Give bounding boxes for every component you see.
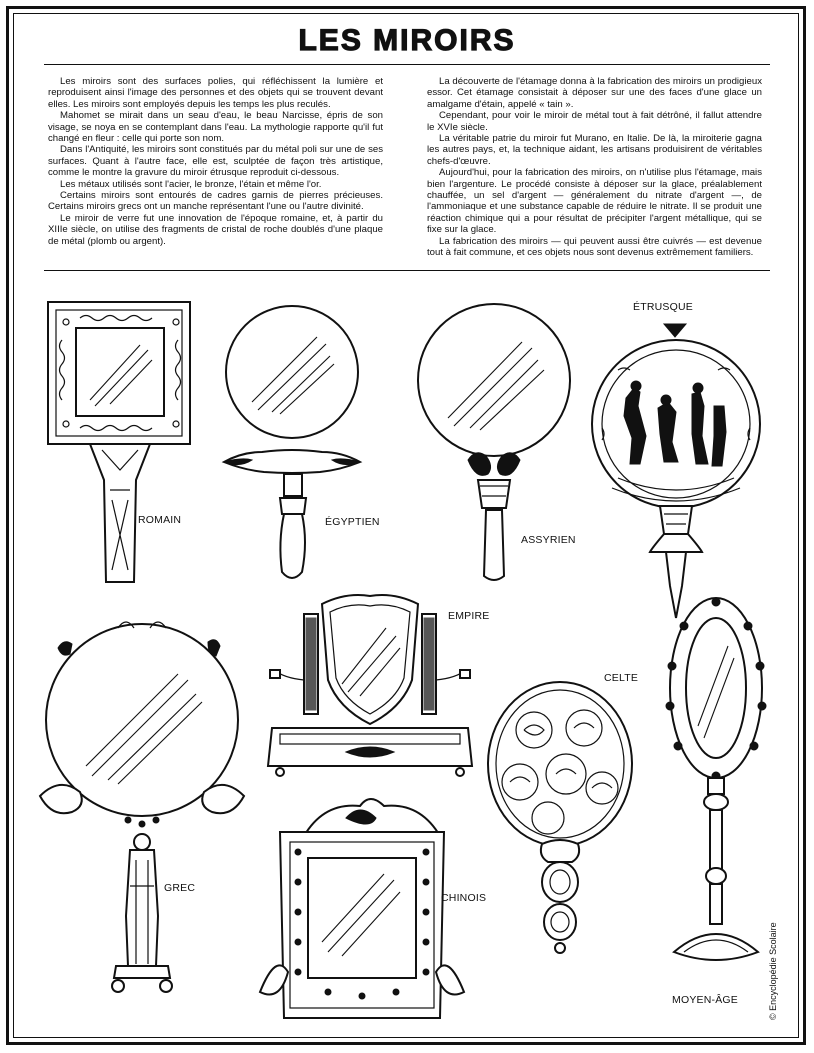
label-moyen-age: MOYEN-ÂGE	[672, 994, 738, 1006]
greek-mirror-illustration	[38, 621, 246, 993]
label-assyrien: ASSYRIEN	[521, 534, 576, 546]
left-text-column: Les miroirs sont des surfaces polies, qu…	[48, 76, 383, 247]
page-title: LES MIROIRS	[298, 23, 516, 57]
label-chinois: CHINOIS	[441, 892, 487, 904]
label-grec: GREC	[164, 882, 196, 894]
paragraph: La fabrication des miroirs — qui peuvent…	[427, 235, 762, 259]
empire-mirror-illustration	[266, 594, 474, 777]
label-egyptien: ÉGYPTIEN	[325, 516, 380, 528]
paragraph: Le miroir de verre fut une innovation de…	[48, 212, 383, 247]
label-celte: CELTE	[604, 672, 639, 684]
paragraph: Les métaux utilisés sont l'acier, le bro…	[60, 178, 322, 190]
etruscan-mirror-illustration	[591, 339, 761, 619]
paragraph: La découverte de l'étamage donna à la fa…	[427, 76, 762, 110]
paragraph: Aujourd'hui, pour la fabrication des mir…	[427, 167, 762, 236]
paragraph: La véritable patrie du miroir fut Murano…	[427, 133, 762, 167]
egyptian-mirror-illustration	[221, 305, 363, 579]
title-rule	[44, 64, 770, 65]
label-empire: EMPIRE	[448, 610, 490, 622]
copyright-credit: © Encyclopédie Scolaire	[768, 922, 778, 1020]
page-border-inner	[13, 13, 799, 1038]
paragraph: Dans l'Antiquité, les miroirs sont const…	[48, 144, 383, 179]
page-border-outer	[6, 6, 806, 1045]
chinese-mirror-illustration	[258, 798, 466, 1019]
text-bottom-rule	[44, 270, 770, 271]
label-etrusque: ÉTRUSQUE	[633, 301, 693, 313]
arrow-marker-icon	[662, 323, 688, 338]
paragraph: Certains miroirs sont entourés de cadres…	[48, 190, 383, 213]
label-romain: ROMAIN	[138, 514, 182, 526]
right-text-column: La découverte de l'étamage donna à la fa…	[427, 76, 762, 259]
paragraph: Cependant, pour voir le miroir de métal …	[427, 110, 762, 133]
paragraph: Mahomet se mirait dans un seau d'eau, le…	[48, 110, 383, 145]
assyrian-mirror-illustration	[417, 303, 571, 581]
roman-mirror-illustration	[47, 301, 191, 583]
medieval-mirror-illustration	[665, 597, 767, 961]
celtic-mirror-illustration	[487, 681, 633, 954]
paragraph: Les miroirs sont des surfaces polies, qu…	[48, 76, 383, 110]
